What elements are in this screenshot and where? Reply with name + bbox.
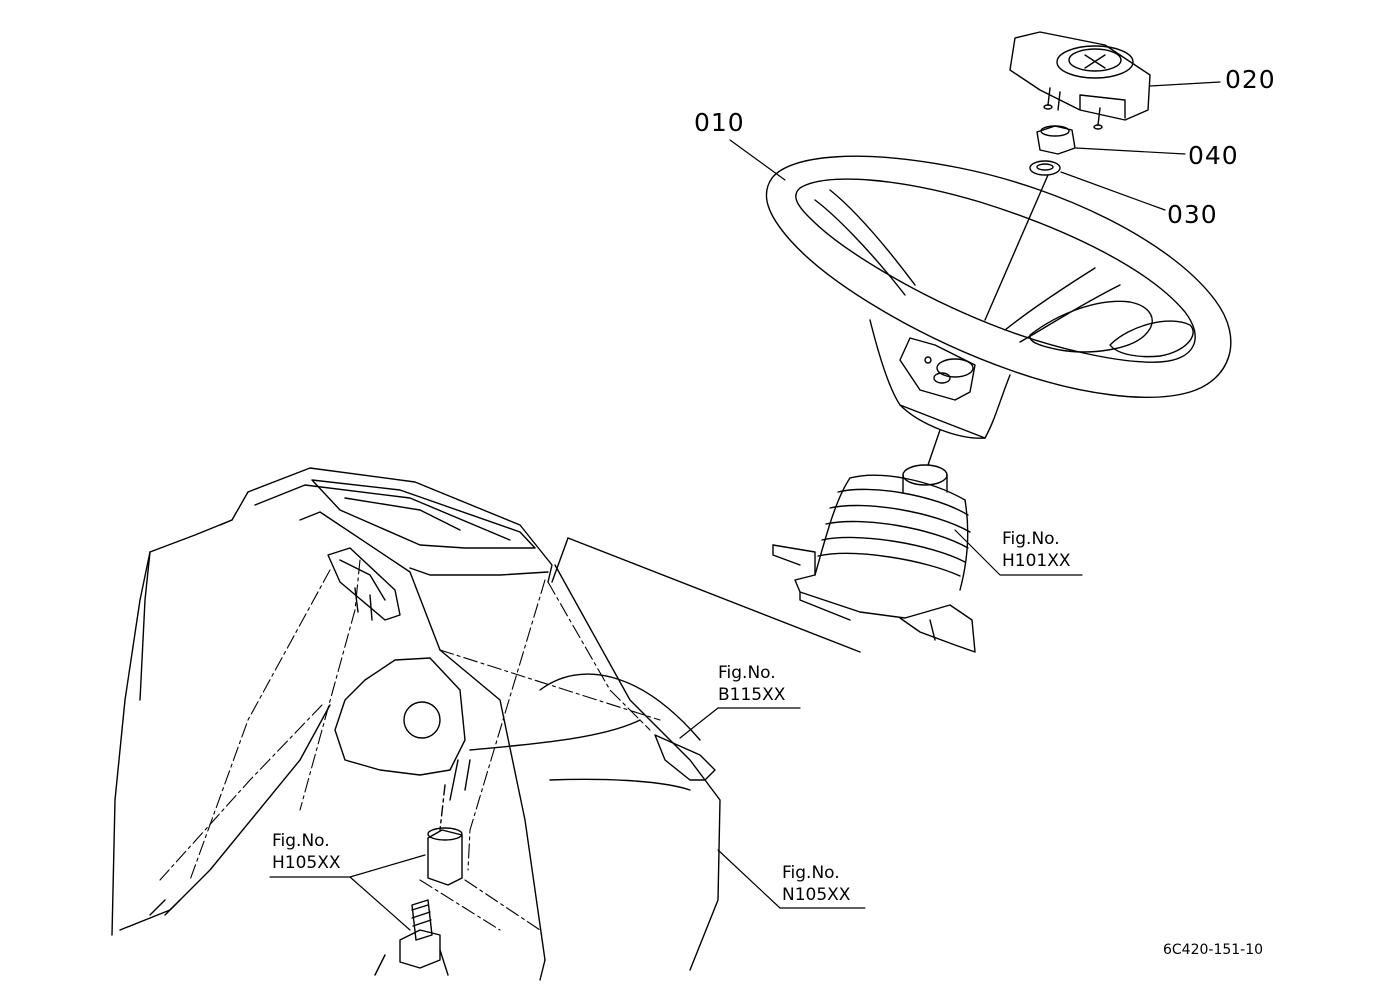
steering-wheel <box>766 156 1230 438</box>
drawing-code: 6C420-151-10 <box>1163 942 1264 958</box>
leader-lines <box>270 82 1220 930</box>
figure-ref-caption: Fig.No. <box>1002 529 1060 549</box>
figure-ref-caption: Fig.No. <box>718 663 776 683</box>
wheel-hub <box>870 320 1010 438</box>
wheel-rim-outer <box>766 156 1230 397</box>
column-bellows <box>773 465 975 652</box>
dashboard-panel <box>112 468 720 980</box>
horn-cap <box>1010 32 1150 129</box>
figure-ref-caption: Fig.No. <box>782 863 840 883</box>
callout-010: 010 <box>694 108 745 137</box>
figure-ref-caption: Fig.No. <box>272 831 330 851</box>
phantom-lines <box>160 560 660 930</box>
figure-ref-number: B115XX <box>718 685 786 705</box>
callout-030: 030 <box>1167 200 1218 229</box>
callout-020: 020 <box>1225 65 1276 94</box>
figure-ref-number: H101XX <box>1002 551 1071 571</box>
figure-ref-b115: Fig.No. B115XX <box>718 662 785 706</box>
figure-ref-n105: Fig.No. N105XX <box>782 862 850 906</box>
wheel-rim-inner <box>796 179 1195 362</box>
panel-connector <box>568 538 860 652</box>
figure-ref-h105: Fig.No. H105XX <box>272 830 341 874</box>
callout-040: 040 <box>1188 141 1239 170</box>
steering-shaft <box>375 785 462 975</box>
figure-ref-number: H105XX <box>272 853 341 873</box>
nut <box>1037 126 1075 154</box>
figure-ref-h101: Fig.No. H101XX <box>1002 528 1071 572</box>
washer <box>1030 161 1060 175</box>
figure-ref-number: N105XX <box>782 885 851 905</box>
